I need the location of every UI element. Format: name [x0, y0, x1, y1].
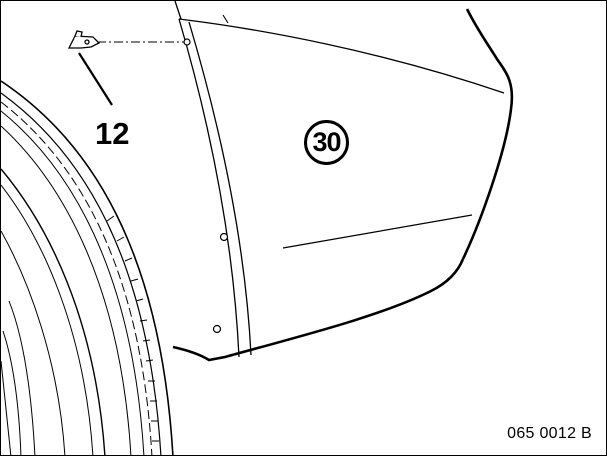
panel-seam-inner	[188, 21, 252, 356]
rim-spoke-3	[1, 360, 12, 455]
rim-arc-3	[1, 230, 66, 455]
wheel-arcs	[1, 80, 174, 455]
clip-part-12	[67, 30, 101, 49]
bumper-character-line	[282, 214, 473, 249]
tread-ticks	[106, 215, 159, 442]
rim-arc-1	[1, 168, 106, 455]
tire-tread-dashed	[1, 101, 153, 455]
rim-arc-2	[1, 184, 94, 455]
callout-30-label: 30	[312, 127, 341, 157]
clip-body	[67, 35, 101, 49]
clip-hole	[84, 39, 90, 45]
rim-spoke-2	[8, 300, 36, 455]
callout-30-circle: 30	[304, 120, 349, 165]
panel-seam-outer	[178, 18, 240, 358]
bumper-lower-edge	[172, 258, 465, 362]
bumper-upper-edge	[178, 18, 505, 94]
clip-tab	[74, 30, 83, 38]
bumper-rear-edge	[461, 8, 514, 260]
panel-top-tick	[222, 14, 229, 24]
panel-top-edge	[174, 1, 182, 20]
bumper-outline	[172, 1, 514, 362]
figure-id-label: 065 0012 B	[507, 425, 592, 442]
tire-arc-4	[1, 125, 132, 455]
mounting-hole-lower	[212, 324, 222, 334]
callout-12-label: 12	[95, 116, 130, 151]
rim-spoke-1	[2, 330, 22, 455]
mounting-holes	[183, 38, 229, 334]
leader-line-12	[78, 52, 113, 106]
mounting-hole-top	[183, 38, 191, 46]
tire-arc-1	[1, 80, 174, 455]
tire-arc-3	[1, 110, 145, 455]
tire-arc-2	[1, 92, 162, 455]
mounting-hole-middle	[219, 232, 229, 242]
